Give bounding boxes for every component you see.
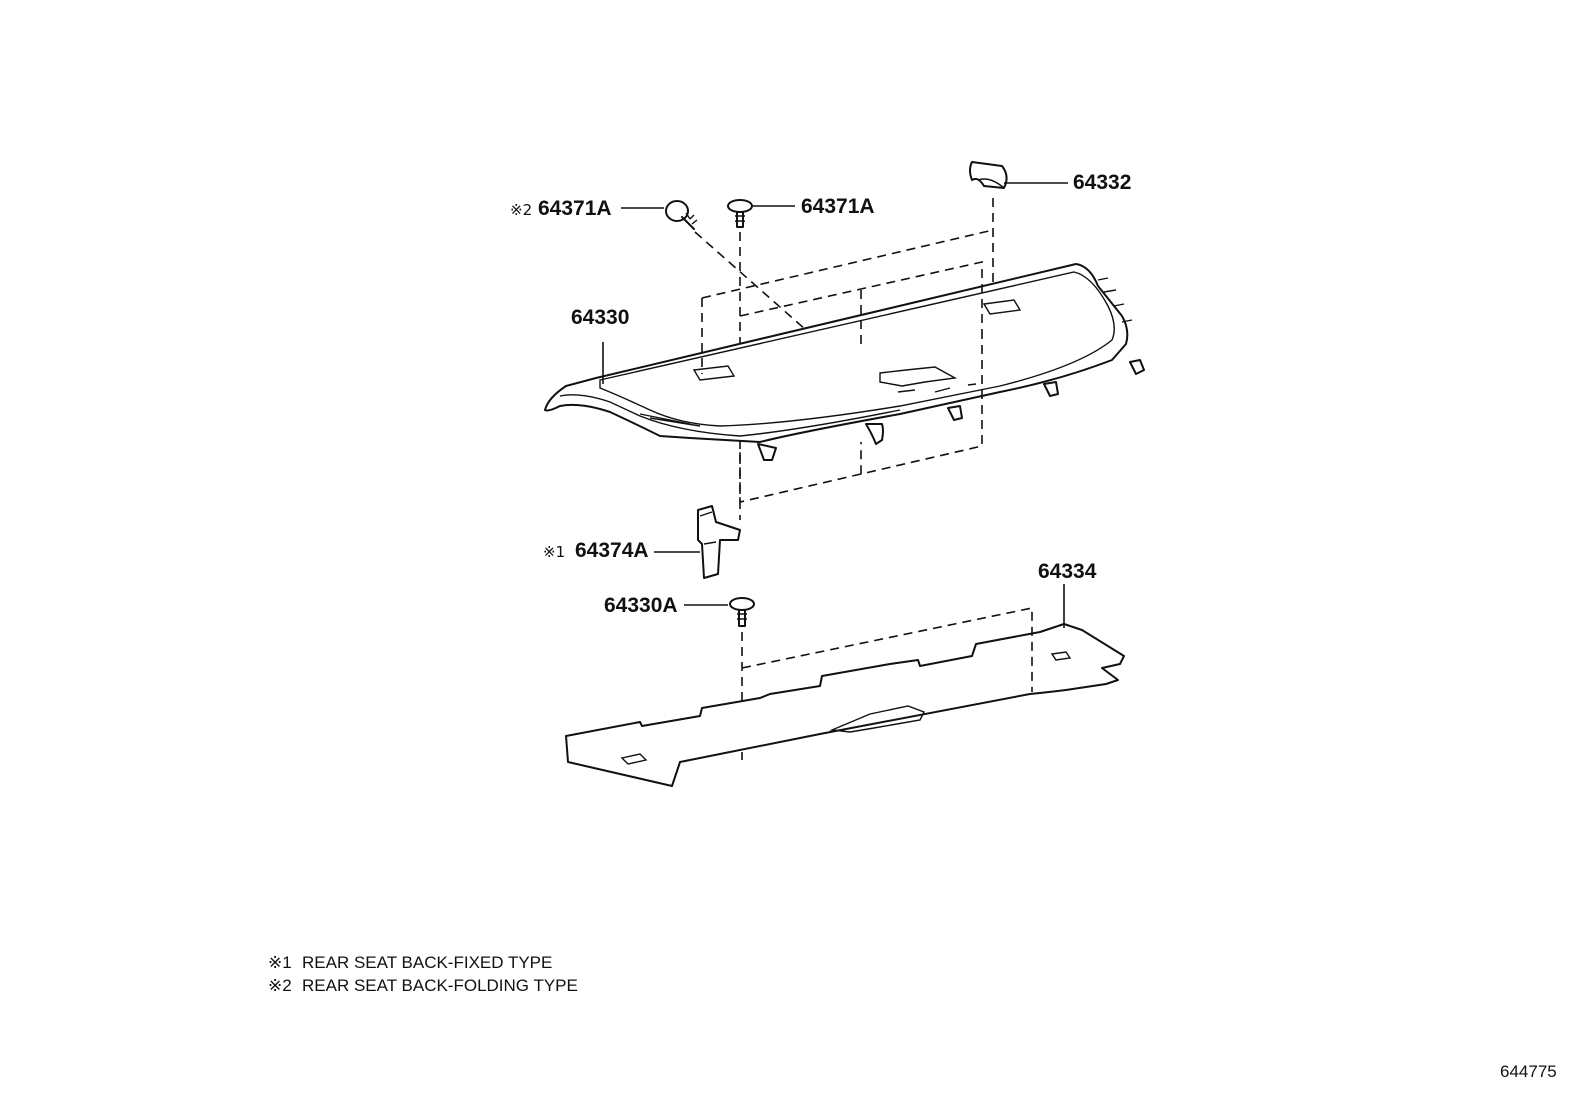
- notes: ※1 REAR SEAT BACK-FIXED TYPE ※2 REAR SEA…: [268, 953, 578, 995]
- illustration-number: 644775: [1500, 1062, 1557, 1081]
- cap-64332-part[interactable]: [969, 161, 1008, 189]
- clip-64371A-folding-label: 64371A: [538, 197, 612, 220]
- bracket-64374A-part[interactable]: [697, 505, 741, 579]
- note-1-text: REAR SEAT BACK-FIXED TYPE: [302, 953, 552, 972]
- mat-64334-label: 64334: [1038, 560, 1097, 583]
- bracket-64374A-marker: ※1: [543, 543, 565, 561]
- mat-64334-part[interactable]: [565, 623, 1125, 787]
- panel-64330-part[interactable]: [544, 263, 1145, 461]
- bracket-64374A-label: 64374A: [575, 539, 649, 562]
- clip-64371A-folding-part[interactable]: [665, 200, 698, 230]
- panel-reference-box: [701, 229, 994, 504]
- clip-64330A-part[interactable]: [729, 597, 755, 627]
- note-1-marker: ※1: [268, 953, 292, 972]
- note-2-text: REAR SEAT BACK-FOLDING TYPE: [302, 976, 578, 995]
- clip-64371A-label: 64371A: [801, 195, 875, 218]
- clip-64330A-label: 64330A: [604, 594, 678, 617]
- clip-64371A-part[interactable]: [727, 199, 753, 228]
- mat-64334-reference-box: [741, 607, 1033, 692]
- clip-64371A-folding-guide: [694, 231, 807, 331]
- note-2-marker: ※2: [268, 976, 292, 995]
- panel-64330-label: 64330: [571, 306, 629, 329]
- clip-64371A-folding-marker: ※2: [510, 201, 532, 219]
- cap-64332-label: 64332: [1073, 171, 1131, 194]
